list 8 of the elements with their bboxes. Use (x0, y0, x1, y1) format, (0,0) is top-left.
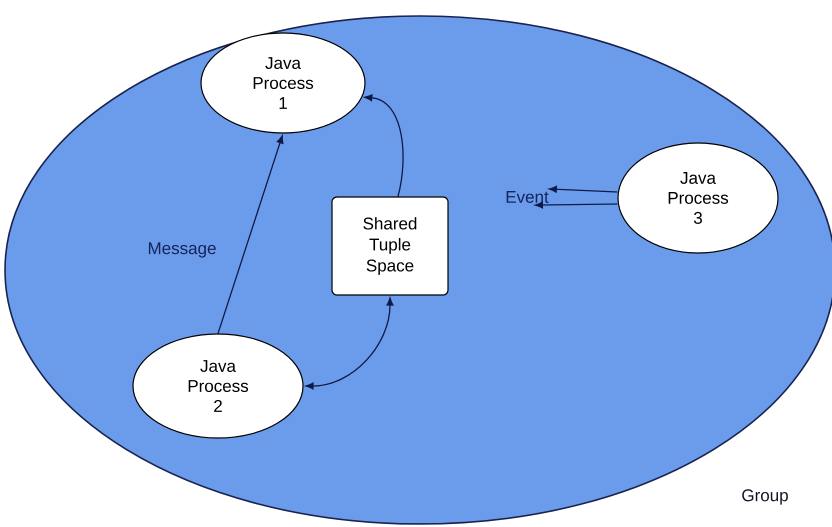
event-label: Event (506, 191, 549, 203)
arrow (305, 297, 394, 390)
arrow (534, 202, 618, 208)
arrow (217, 135, 284, 334)
tuple-space-box: Shared Tuple Space (331, 196, 449, 296)
arrow (364, 94, 404, 197)
arrow (548, 186, 618, 193)
edge-label: Message (148, 242, 216, 258)
